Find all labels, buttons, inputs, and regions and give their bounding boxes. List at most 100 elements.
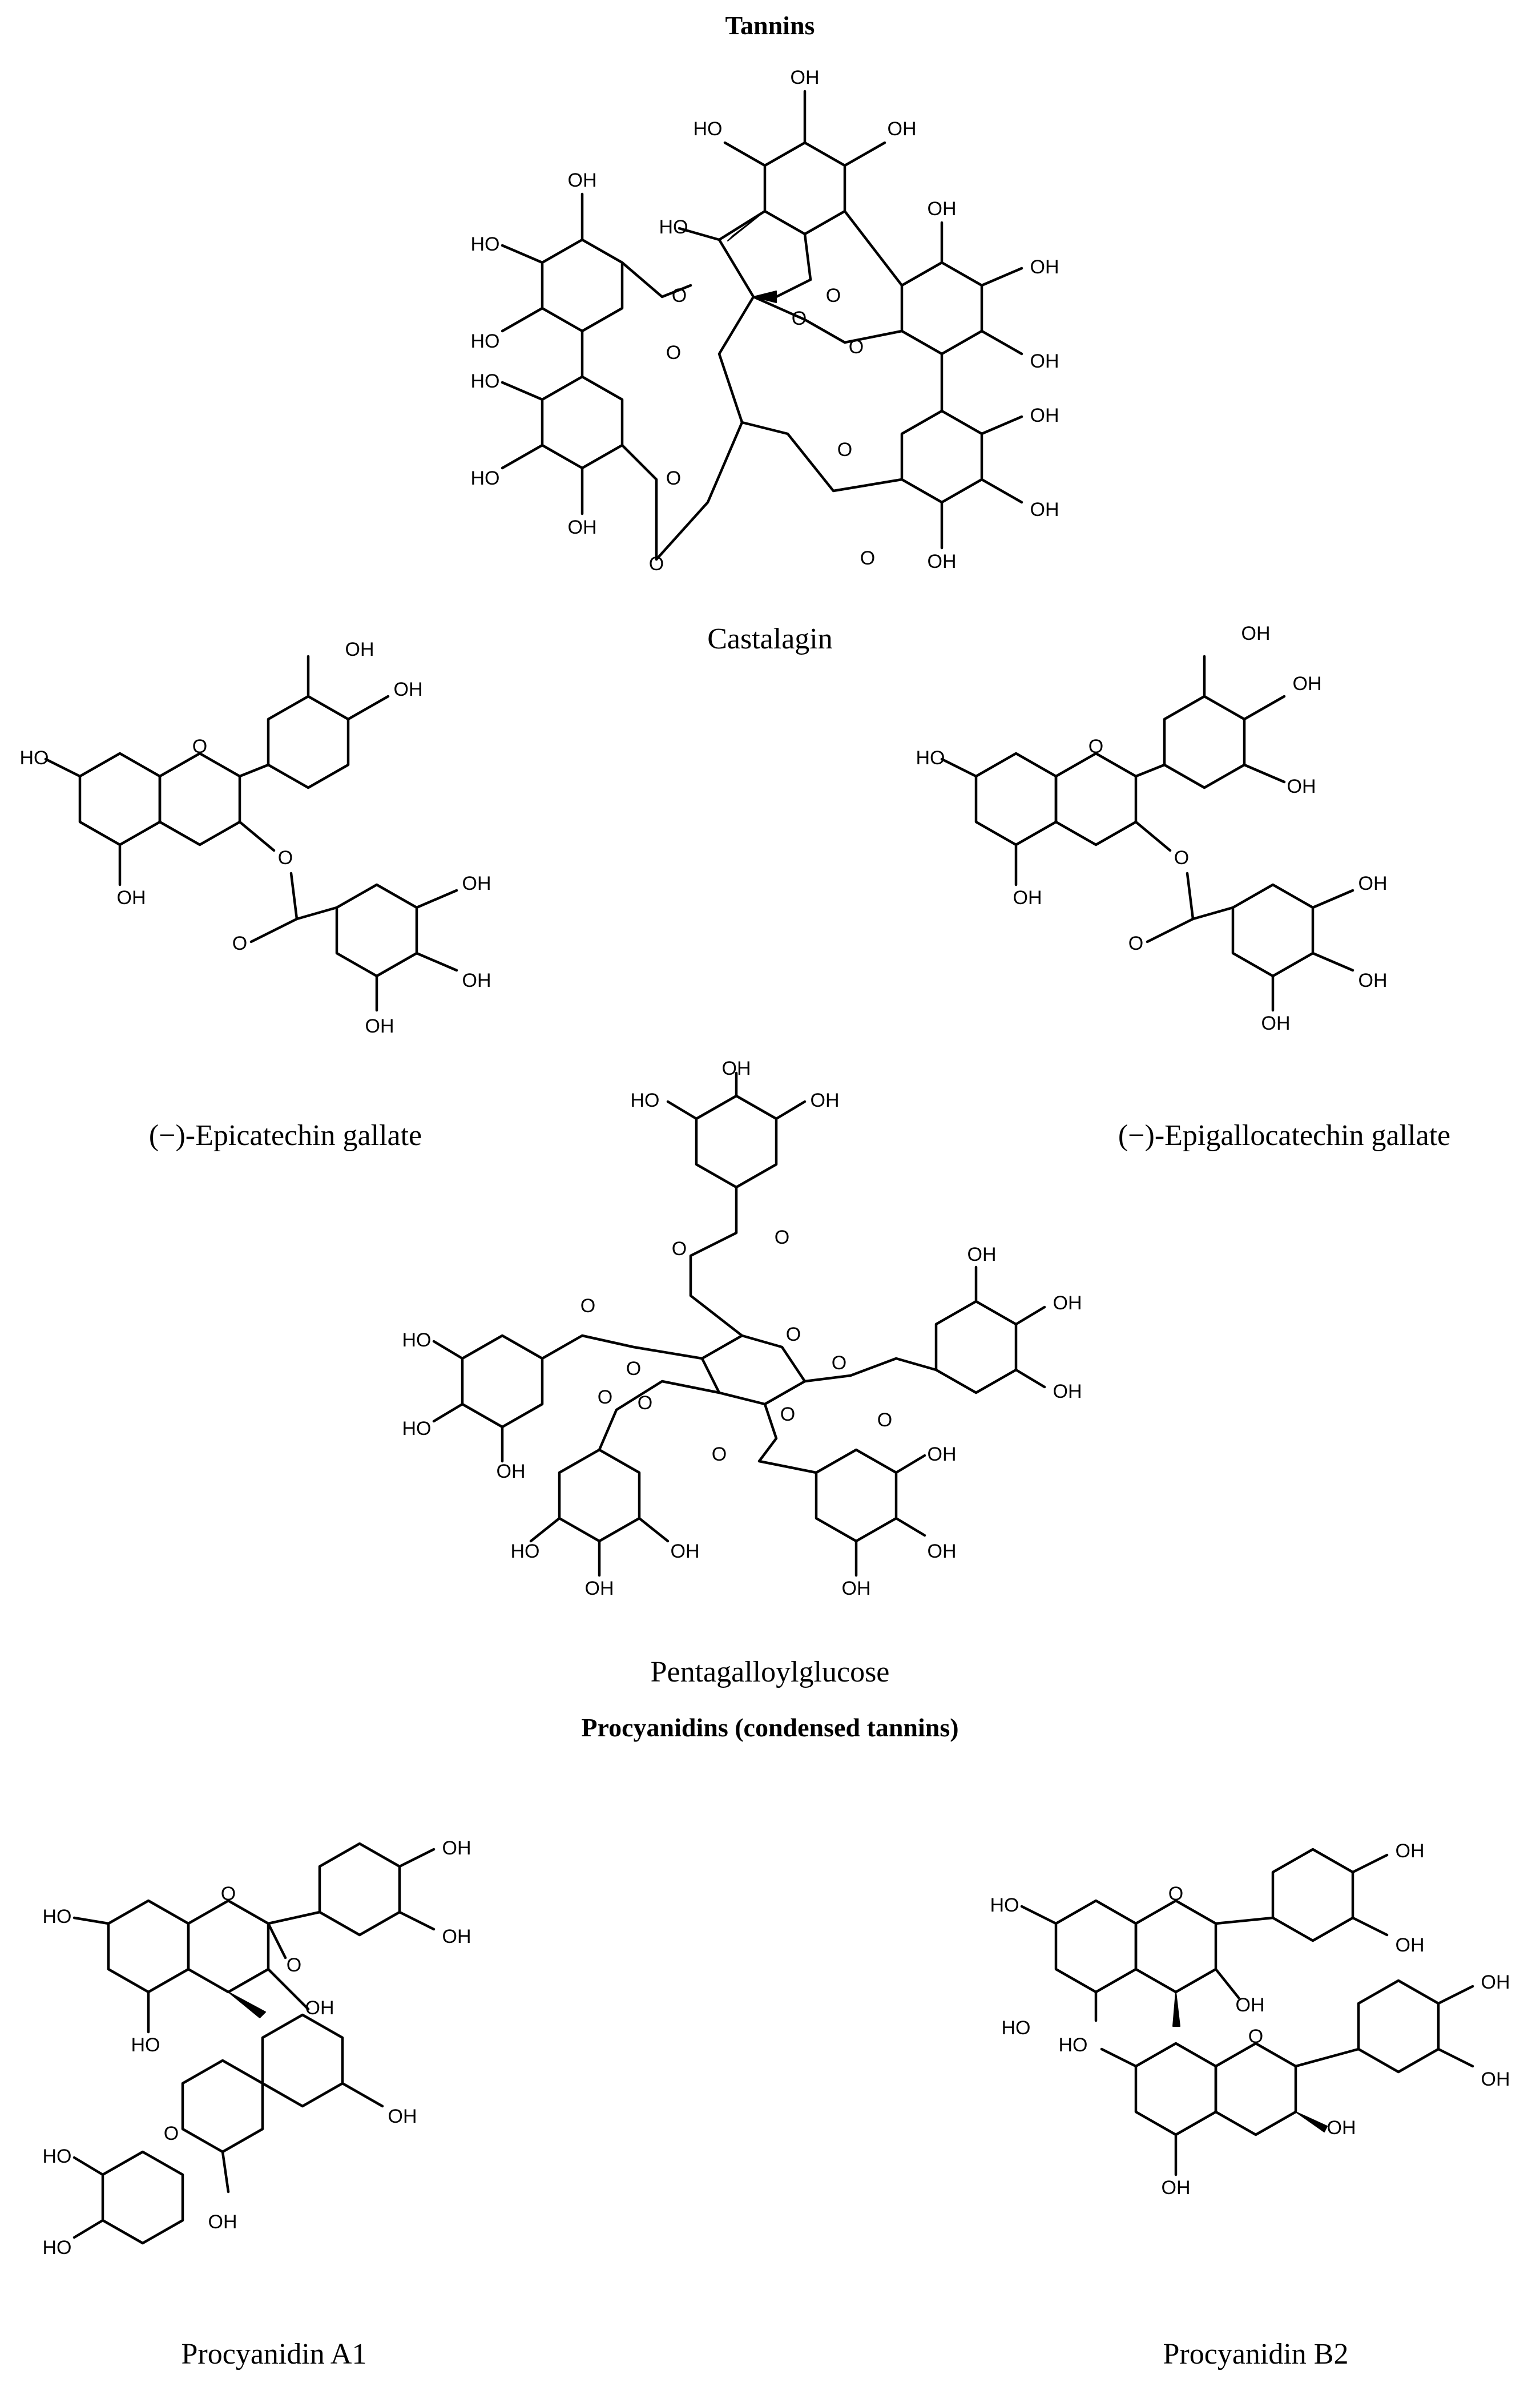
oxygen-label: O	[860, 547, 875, 569]
oh-label: OH	[1030, 499, 1059, 521]
oh-label: OH	[1481, 2069, 1510, 2090]
oxygen-label: O	[221, 1883, 236, 1905]
oxygen-label: O	[837, 439, 852, 461]
oxygen-label: O	[598, 1386, 612, 1408]
ho-label: HO	[471, 233, 500, 255]
oh-label: OH	[1293, 673, 1322, 695]
oh-label: OH	[928, 198, 957, 220]
ho-label: HO	[631, 1090, 660, 1111]
section-title-tannins: Tannins	[725, 11, 815, 40]
oh-label: OH	[1053, 1381, 1082, 1402]
ho-label: HO	[1059, 2034, 1088, 2056]
caption-pentagalloylglucose: Pentagalloylglucose	[650, 1656, 890, 1688]
ho-label: HO	[1002, 2017, 1031, 2039]
ho-label: HO	[659, 216, 688, 238]
oh-label: OH	[365, 1015, 394, 1037]
caption-procyanidin-a1: Procyanidin A1	[181, 2338, 367, 2370]
oh-label: OH	[842, 1578, 871, 1599]
oh-label: OH	[394, 679, 423, 700]
oxygen-label: O	[638, 1392, 652, 1414]
oh-label: OH	[388, 2106, 417, 2127]
oh-label: OH	[1053, 1292, 1082, 1314]
ho-label: HO	[20, 747, 49, 769]
oxygen-label: O	[792, 308, 807, 329]
oxygen-label: O	[672, 285, 687, 307]
pentagalloylglucose-structure: O OH HO OH O O HO HO OH O O OH OH OH O O…	[402, 1058, 1082, 1599]
oh-label: OH	[928, 1541, 957, 1562]
ho-label: HO	[43, 1906, 72, 1928]
oh-label: OH	[722, 1058, 751, 1079]
oh-label: OH	[442, 1926, 471, 1947]
oh-label: OH	[928, 1444, 957, 1465]
oxygen-label: O	[287, 1954, 301, 1976]
oh-label: OH	[811, 1090, 840, 1111]
section-title-procyanidins: Procyanidins (condensed tannins)	[581, 1713, 959, 1742]
oh-label: OH	[1396, 1934, 1425, 1956]
ho-label: HO	[43, 2237, 72, 2259]
ho-label: HO	[471, 467, 500, 489]
oh-label: OH	[928, 551, 957, 572]
ho-label: HO	[402, 1329, 432, 1351]
oxygen-label: O	[164, 2123, 179, 2144]
oxygen-label: O	[780, 1404, 795, 1425]
oh-label: OH	[1162, 2177, 1191, 2199]
oh-label: OH	[1396, 1840, 1425, 1862]
oxygen-label: O	[826, 285, 841, 307]
oxygen-label: O	[672, 1238, 687, 1260]
oh-label: OH	[1261, 1013, 1291, 1034]
oh-label: OH	[442, 1837, 471, 1859]
caption-procyanidin-b2: Procyanidin B2	[1163, 2338, 1349, 2370]
oh-label: OH	[1241, 623, 1271, 644]
oh-label: OH	[1030, 256, 1059, 278]
oxygen-label: O	[786, 1324, 801, 1345]
ho-label: HO	[43, 2146, 72, 2167]
ho-label: HO	[694, 118, 723, 140]
oh-label: OH	[888, 118, 917, 140]
oxygen-label: O	[1128, 933, 1143, 954]
oh-label: OH	[1358, 873, 1388, 894]
oh-label: OH	[1030, 350, 1059, 372]
epigallocatechin-gallate-structure: HO OH O OH OH OH O O OH OH OH	[916, 623, 1388, 1034]
procyanidin-a1-structure: HO HO O OH OH OH O OH O HO HO OH	[43, 1837, 471, 2259]
oh-label: OH	[305, 1997, 334, 2019]
oh-label: OH	[791, 67, 820, 88]
oh-label: OH	[497, 1461, 526, 1482]
oxygen-label: O	[232, 933, 247, 954]
ho-label: HO	[916, 747, 945, 769]
oh-label: OH	[345, 639, 374, 660]
oh-label: OH	[462, 873, 491, 894]
ho-label: HO	[511, 1541, 540, 1562]
oh-label: OH	[568, 517, 597, 538]
ho-label: HO	[471, 370, 500, 392]
oh-label: OH	[568, 170, 597, 191]
oxygen-label: O	[712, 1444, 727, 1465]
ho-label: HO	[402, 1418, 432, 1440]
oxygen-label: O	[1168, 1883, 1183, 1905]
oxygen-label: O	[626, 1358, 641, 1380]
ho-label: HO	[990, 1894, 1019, 1916]
oh-label: OH	[585, 1578, 614, 1599]
caption-castalagin: Castalagin	[707, 623, 833, 655]
oxygen-label: O	[1174, 847, 1189, 869]
oh-label: OH	[208, 2211, 237, 2233]
oxygen-label: O	[666, 467, 681, 489]
oxygen-label: O	[666, 342, 681, 364]
epicatechin-gallate-structure: HO OH O OH OH O O OH OH OH	[20, 639, 491, 1037]
oxygen-label: O	[832, 1352, 846, 1374]
oxygen-label: O	[849, 336, 864, 358]
castalagin-structure: OH HO OH OH HO HO HO HO OH OH OH OH OH O…	[471, 67, 1059, 575]
oxygen-label: O	[192, 736, 207, 757]
oxygen-label: O	[580, 1295, 595, 1317]
oh-label: OH	[967, 1244, 997, 1265]
oh-label: OH	[1481, 1971, 1510, 1993]
oxygen-label: O	[877, 1409, 892, 1431]
procyanidin-b2-structure: HO HO O OH OH OH O HO OH OH OH OH	[990, 1840, 1510, 2199]
oh-label: OH	[1327, 2117, 1356, 2139]
oh-label: OH	[1287, 776, 1316, 797]
ho-label: HO	[471, 330, 500, 352]
oh-label: OH	[1358, 970, 1388, 991]
oh-label: OH	[1013, 887, 1042, 909]
oh-label: OH	[1236, 1994, 1265, 2016]
oxygen-label: O	[1248, 2026, 1263, 2047]
oxygen-label: O	[1089, 736, 1103, 757]
